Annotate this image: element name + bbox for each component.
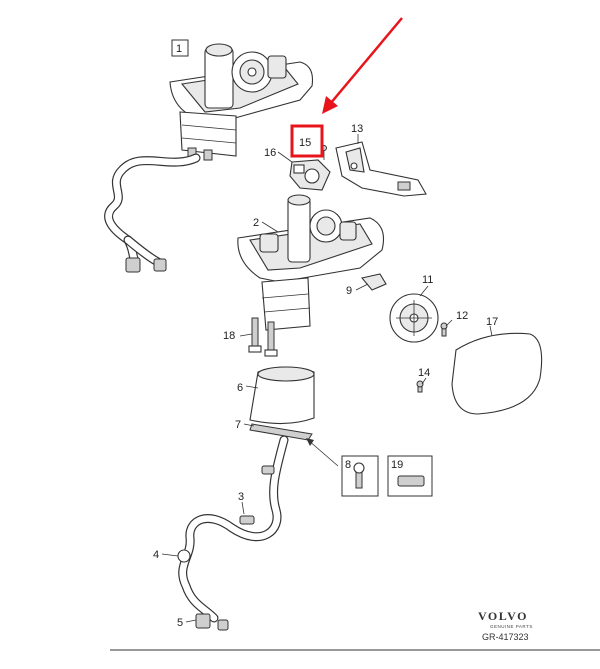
- label-7: 7: [235, 419, 241, 431]
- label-13: 13: [351, 123, 363, 135]
- branding: VOLVO GENUINE PARTS GR-417323: [478, 609, 533, 642]
- part-17-mirror-glass: [451, 332, 543, 415]
- part-11-motor-plate: [389, 293, 439, 343]
- part-13-bracket: [335, 141, 427, 197]
- label-4: 4: [153, 549, 159, 561]
- label-5: 5: [177, 617, 183, 629]
- leader-lines: [161, 134, 493, 623]
- label-3: 3: [238, 491, 244, 503]
- label-14: 14: [418, 367, 430, 379]
- part-8-box: [341, 455, 379, 497]
- part-6-cover: [249, 366, 315, 425]
- direction-arrow: [306, 438, 339, 467]
- part-2-mirror-housing: [237, 194, 385, 331]
- label-9: 9: [346, 285, 352, 297]
- label-2: 2: [253, 217, 259, 229]
- highlight-arrow-head: [322, 96, 338, 114]
- label-17: 17: [486, 316, 498, 328]
- part-1-mirror-base-assembly: [169, 43, 314, 161]
- part-9-clip: [360, 273, 387, 291]
- label-18: 18: [223, 330, 235, 342]
- brand-subtitle: GENUINE PARTS: [490, 624, 533, 629]
- upper-cable-harness: [104, 153, 201, 273]
- part-18-bolts: [248, 317, 278, 357]
- part-12-screw: [440, 322, 448, 337]
- lower-cable-harness: [177, 435, 289, 631]
- part-19-box: [387, 455, 433, 497]
- label-6: 6: [237, 382, 243, 394]
- label-1: 1: [176, 43, 182, 55]
- label-1-box: [171, 39, 189, 57]
- part-14-screw: [416, 380, 424, 393]
- label-19: 19: [391, 459, 403, 471]
- diagram-reference: GR-417323: [482, 632, 529, 642]
- highlight-annotation: 15: [290, 17, 403, 158]
- part-labels: 1 2 3 4 5 6 7 8 9 11 12 13 14 16 17 18 1…: [153, 39, 498, 629]
- label-16: 16: [264, 147, 276, 159]
- highlight-arrow-shaft: [329, 17, 403, 105]
- highlight-box: [290, 124, 324, 158]
- label-8: 8: [345, 459, 351, 471]
- label-15: 15: [299, 137, 311, 149]
- label-12: 12: [456, 310, 468, 322]
- label-11: 11: [422, 274, 433, 286]
- part-15-actuator: [289, 159, 331, 191]
- brand-logo: VOLVO: [478, 609, 528, 623]
